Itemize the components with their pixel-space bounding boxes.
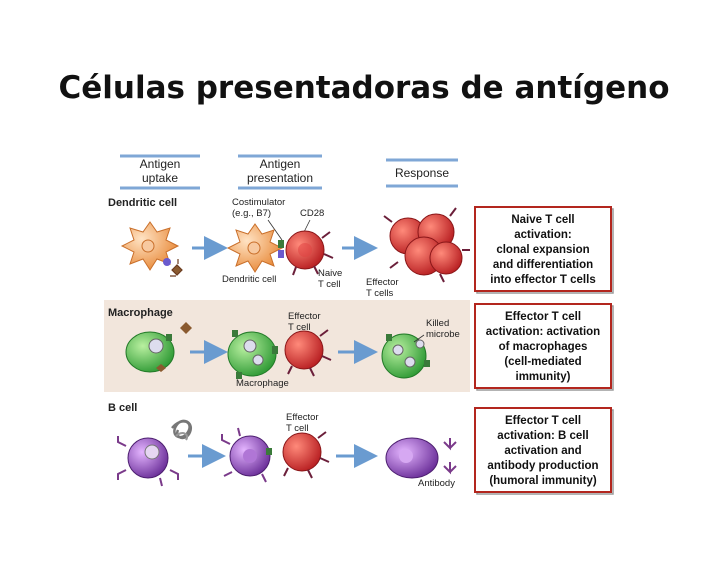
protein-antigen-icon	[171, 419, 193, 441]
b-cell-presenting	[221, 427, 272, 483]
column-header-response: Response	[386, 158, 458, 188]
effector-t-cells-cluster	[383, 207, 470, 283]
outcome-bcell-line-2: activation: B cell	[497, 430, 588, 442]
outcome-dendritic-line-3: clonal expansion	[496, 244, 589, 256]
outcome-box-bcell: Effector T cell activation: B cell activ…	[474, 407, 614, 495]
costimulator-label-1: Costimulator	[232, 197, 285, 208]
outcome-bcell-line-5: (humoral immunity)	[489, 475, 597, 487]
cd28-label: CD28	[300, 208, 324, 219]
macrophage-uptake	[125, 322, 192, 373]
effector-t-cell-bcell	[282, 431, 330, 479]
costimulator-label-2: (e.g., B7)	[232, 208, 271, 219]
macrophage-presenting	[227, 330, 278, 379]
row-label-macrophage: Macrophage	[108, 307, 173, 319]
dendritic-cell-uptake	[120, 221, 180, 271]
antibody-icon	[443, 438, 457, 475]
effector-tcells-label-2: T cells	[366, 288, 394, 299]
plasma-cell	[385, 437, 439, 479]
b-cell-uptake	[117, 436, 179, 487]
killed-microbe-label-2: microbe	[426, 329, 460, 340]
naive-label-1: Naive	[318, 268, 342, 279]
uptake-line-1: Antigen	[140, 157, 181, 171]
dendritic-cell-presenting	[226, 223, 284, 273]
column-header-uptake: Antigen uptake	[120, 154, 200, 190]
column-header-presentation: Antigen presentation	[238, 154, 322, 190]
antibody-label: Antibody	[418, 478, 455, 489]
naive-label-2: T cell	[318, 279, 341, 290]
outcome-dendritic-line-2: activation:	[514, 229, 572, 241]
outcome-box-dendritic: Naive T cell activation: clonal expansio…	[474, 206, 614, 294]
outcome-box-macrophage: Effector T cell activation: activation o…	[474, 303, 614, 391]
response-label: Response	[395, 166, 449, 180]
outcome-bcell-line-4: antibody production	[487, 460, 598, 472]
row-label-bcell: B cell	[108, 402, 137, 414]
outcome-bcell-line-1: Effector T cell	[505, 415, 581, 427]
macrophage-label: Macrophage	[236, 378, 289, 389]
outcome-dendritic-line-1: Naive T cell	[511, 214, 574, 226]
outcome-bcell-line-3: activation and	[504, 445, 581, 457]
activated-macrophage	[381, 333, 430, 379]
microbe-icon	[163, 258, 183, 277]
effector-t-cell-macrophage	[284, 329, 332, 377]
outcome-macrophage-line-1: Effector T cell	[505, 311, 581, 323]
effector-bcell-label-1: Effector	[286, 412, 319, 423]
row-label-dendritic: Dendritic cell	[108, 197, 177, 209]
effector-bcell-label-2: T cell	[286, 423, 309, 434]
outcome-macrophage-line-4: (cell-mediated	[504, 356, 581, 368]
outcome-dendritic-line-5: into effector T cells	[490, 274, 595, 286]
outcome-macrophage-line-5: immunity)	[516, 371, 571, 383]
presentation-line-1: Antigen	[260, 157, 301, 171]
outcome-macrophage-line-3: of macrophages	[499, 341, 588, 353]
effector-macrophage-label-2: T cell	[288, 322, 311, 333]
naive-t-cell	[285, 230, 334, 276]
slide-title: Células presentadoras de antígeno	[58, 70, 670, 106]
outcome-macrophage-line-2: activation: activation	[486, 326, 600, 338]
uptake-line-2: uptake	[142, 171, 178, 185]
presentation-line-2: presentation	[247, 171, 313, 185]
outcome-dendritic-line-4: and differentiation	[493, 259, 593, 271]
effector-tcells-label-1: Effector	[366, 277, 399, 288]
killed-microbe-label-1: Killed	[426, 318, 449, 329]
dendritic-cell-label: Dendritic cell	[222, 274, 276, 285]
effector-macrophage-label-1: Effector	[288, 311, 321, 322]
